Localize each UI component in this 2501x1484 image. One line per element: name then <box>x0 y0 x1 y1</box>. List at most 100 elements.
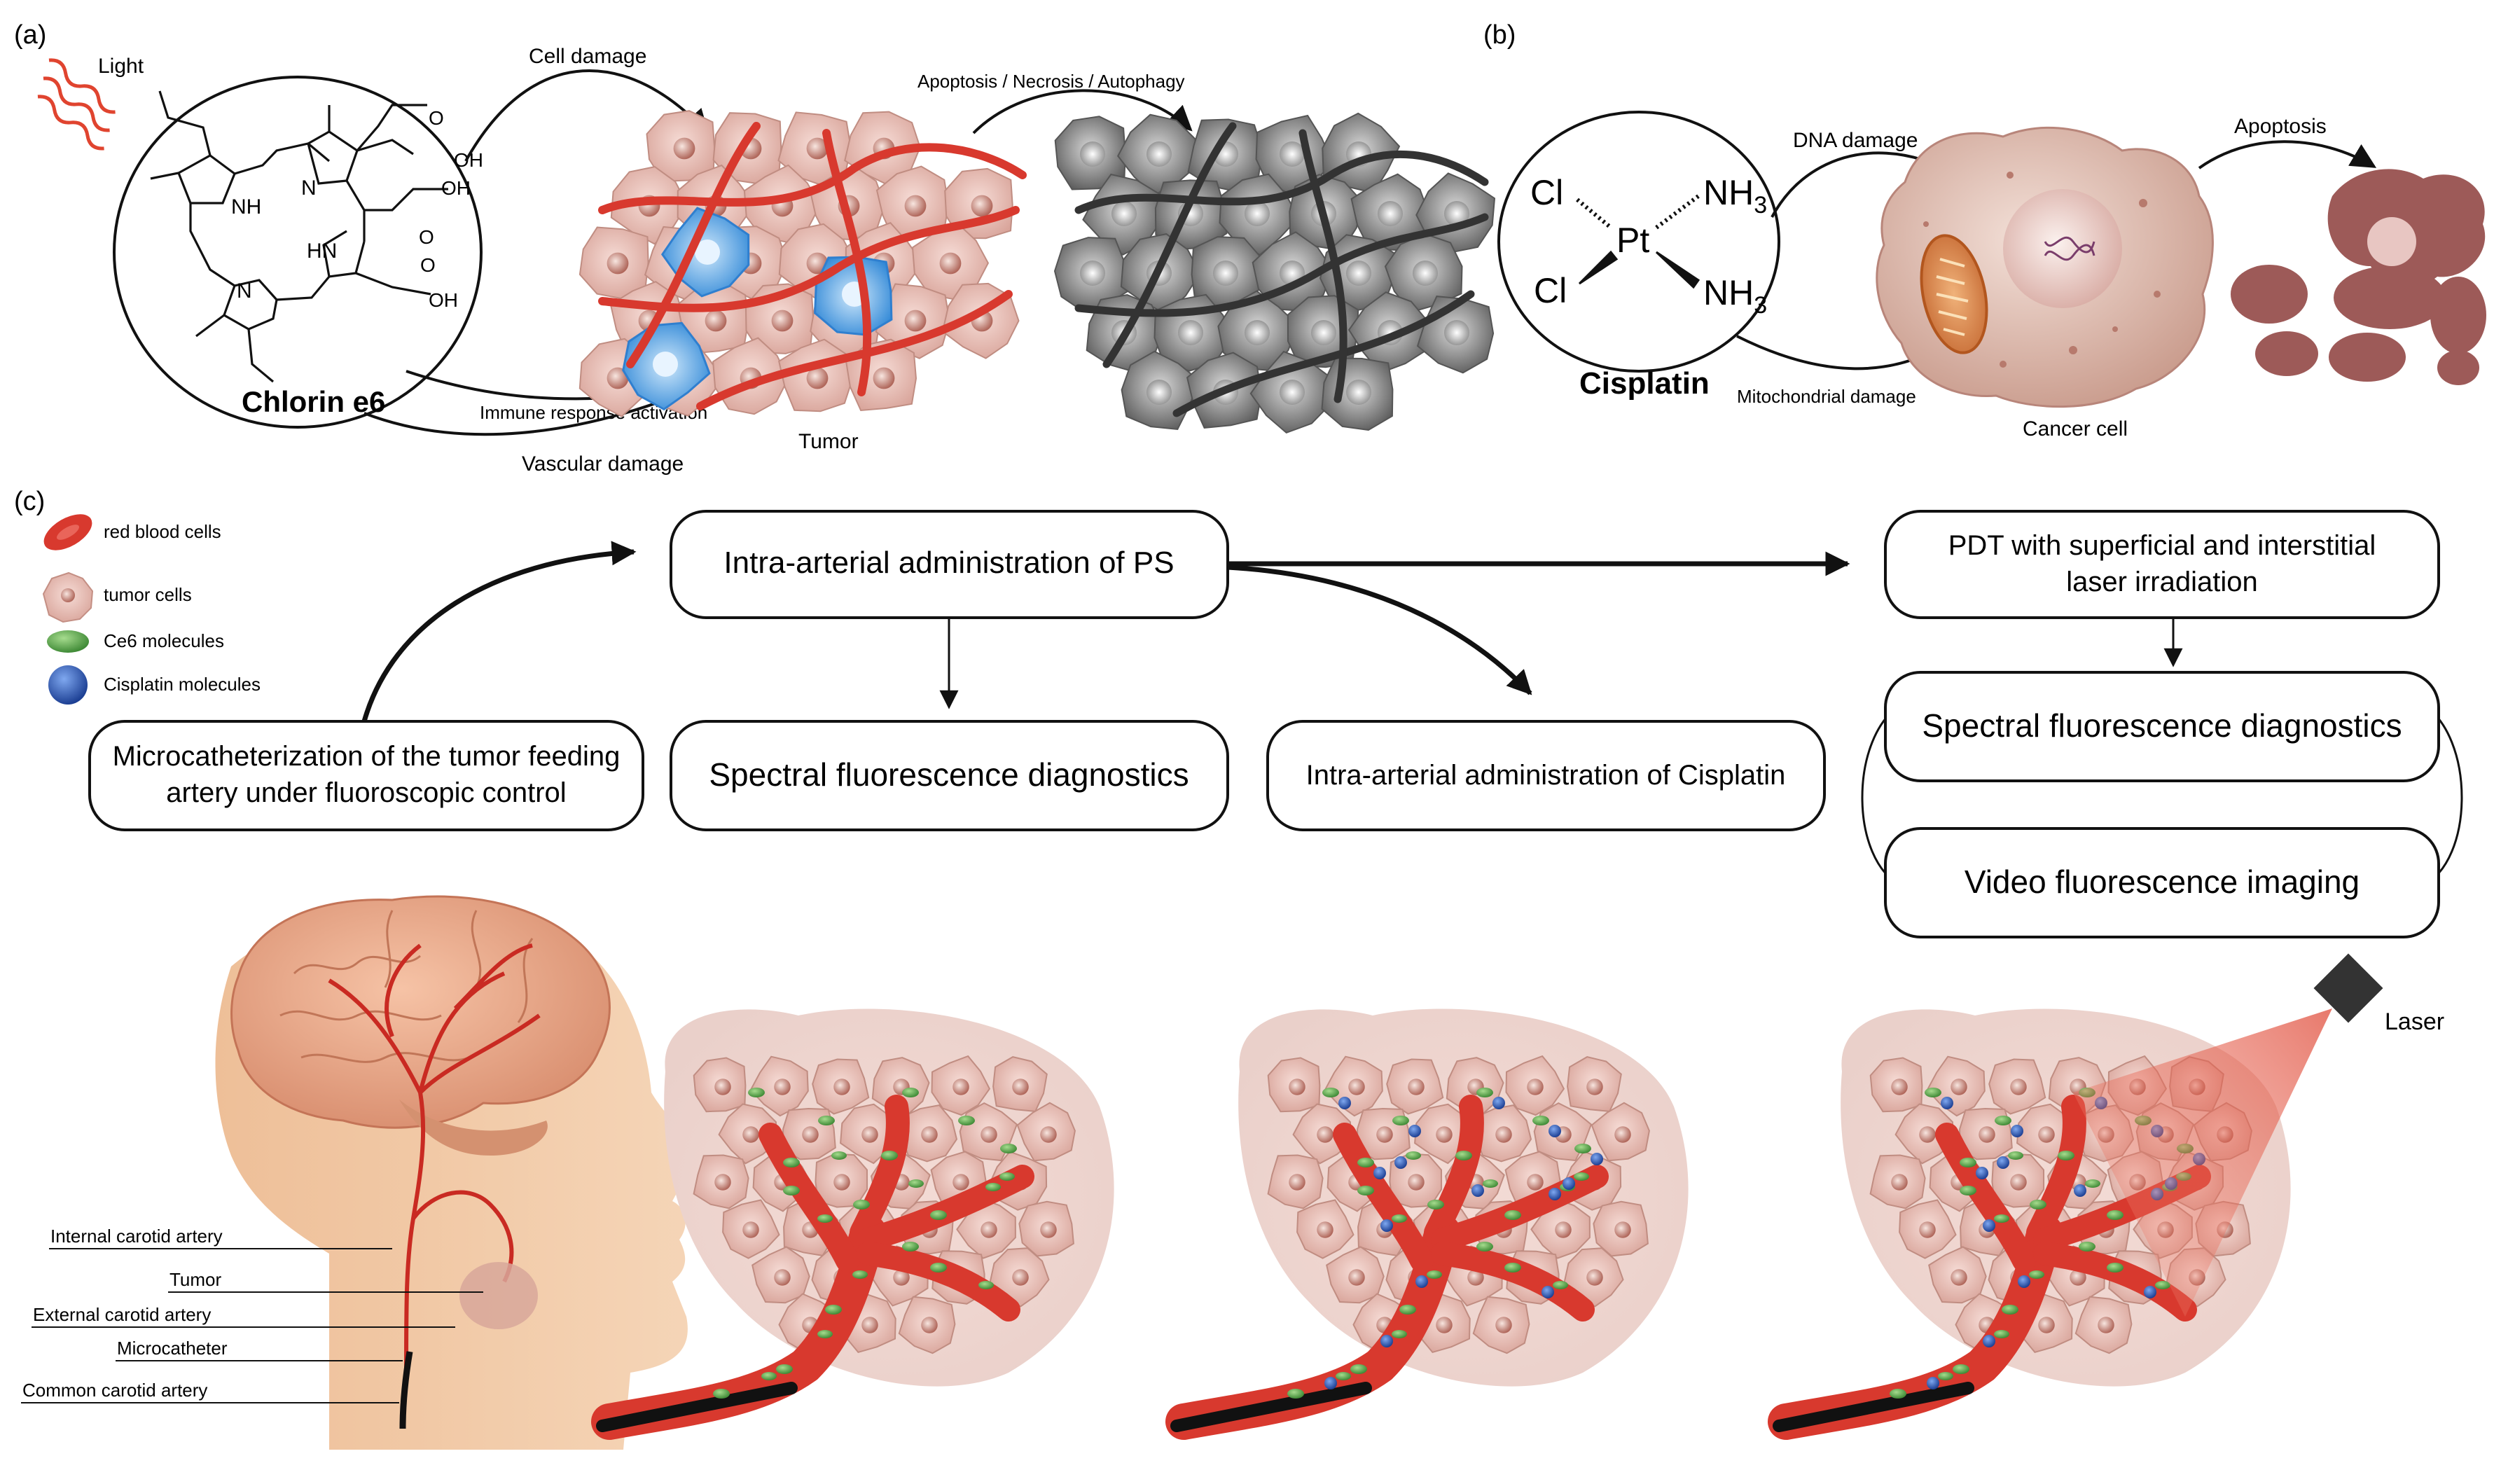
dead-nucleus <box>1280 380 1305 405</box>
cisplatin-molecule <box>1492 1097 1505 1109</box>
apoptosis-arrow <box>2198 140 2377 169</box>
ce6-molecule <box>852 1270 868 1279</box>
cell-nucleus <box>2038 1317 2055 1333</box>
ce6-molecule <box>748 1088 765 1097</box>
ce6-molecule <box>1476 1242 1493 1251</box>
cisplatin-molecule <box>1338 1097 1351 1109</box>
flow-box-pdt: PDT with superficial and interstitial la… <box>1884 510 2440 619</box>
legend-label: tumor cells <box>104 584 192 605</box>
death-arrow <box>972 89 1193 134</box>
tumor-vessel <box>758 1123 859 1273</box>
dead-nucleus <box>1311 320 1336 345</box>
ce6-molecule <box>1960 1158 1976 1167</box>
flow-box-sfd1: Spectral fluorescence diagnostics <box>670 720 1229 831</box>
nh3-2-text: NH <box>1703 273 1754 312</box>
cisplatin-molecule <box>1976 1167 1988 1179</box>
ce6-molecule <box>1925 1088 1941 1097</box>
panel-a-label: (a) <box>14 20 46 50</box>
ce6-molecule <box>1995 1116 2011 1125</box>
cisplatin-molecule <box>1380 1335 1393 1347</box>
ce6-molecule <box>1553 1281 1568 1289</box>
cell-nucleus <box>714 1079 731 1095</box>
chlorin-e6-label: Chlorin e6 <box>242 385 385 418</box>
ce6-molecule <box>783 1186 800 1195</box>
cell-nucleus <box>774 1079 791 1095</box>
ce6-molecule <box>817 1330 833 1338</box>
cisplatin-molecule <box>1941 1097 1953 1109</box>
cisplatin-molecule <box>1549 1188 1561 1200</box>
tumor-scene-ce6 <box>591 1008 1114 1440</box>
cell-nucleus <box>1012 1269 1029 1286</box>
cell-nucleus <box>981 1221 997 1238</box>
ce6-molecule <box>1938 1372 1953 1380</box>
flow-micro-line2: artery under fluoroscopic control <box>166 777 566 808</box>
cisplatin-molecule <box>1983 1219 1995 1232</box>
dead-nucleus <box>1346 380 1371 405</box>
cell-nucleus <box>921 1126 938 1143</box>
cisplatin-molecule <box>1983 1335 1995 1347</box>
ce6-molecule <box>1890 1389 1906 1399</box>
cell-nucleus <box>714 1174 731 1191</box>
ce6-molecule <box>958 1116 975 1125</box>
cell-nucleus <box>1376 1126 1393 1143</box>
cell-nucleus <box>1495 1317 1512 1333</box>
blood-vessel <box>598 206 1020 312</box>
cell-nucleus <box>1919 1221 1936 1238</box>
cell-nucleus <box>771 310 794 332</box>
cell-nucleus <box>1614 1126 1631 1143</box>
cell-nucleus <box>1317 1126 1333 1143</box>
immune-nucleus <box>695 240 720 265</box>
dead-nucleus <box>1146 141 1172 167</box>
atom-o3: O <box>420 254 436 276</box>
cell-nucleus <box>833 1079 850 1095</box>
ce6-molecule <box>1960 1186 1976 1195</box>
cell-nucleus <box>921 1317 938 1333</box>
ce6-molecule <box>818 1116 835 1125</box>
flow-pdt-line2: laser irradiation <box>2066 567 2257 597</box>
ce6-molecule <box>825 1305 842 1315</box>
rbc-icon <box>43 514 92 550</box>
ce6-molecule <box>783 1158 800 1167</box>
cell-nucleus <box>1614 1221 1631 1238</box>
tumor-cluster-a <box>579 110 1027 417</box>
ce6-molecule <box>2107 1263 2124 1273</box>
cell-nucleus <box>1586 1269 1603 1286</box>
dead-nucleus <box>1378 201 1403 226</box>
cisplatin-molecule <box>2144 1286 2156 1298</box>
cisplatin-molecule <box>1563 1177 1575 1190</box>
cell-nucleus <box>1289 1174 1305 1191</box>
dead-nucleus <box>1245 201 1270 226</box>
cell-nucleus <box>981 1126 997 1143</box>
immune-nucleus <box>653 352 678 377</box>
ce6-molecule <box>1357 1158 1374 1167</box>
atom-oh3: OH <box>429 289 458 311</box>
ce6-molecule <box>1000 1144 1017 1153</box>
ce6-molecule <box>1994 1330 2009 1338</box>
dead-vessel <box>1102 122 1237 368</box>
arrow-micro-to-ps <box>361 541 637 722</box>
anatomy-labels: Internal carotid artery Tumor External c… <box>21 1226 483 1403</box>
ce6-molecule <box>999 1172 1015 1181</box>
cisplatin-molecule <box>1324 1377 1337 1389</box>
cell-nucleus <box>2038 1126 2055 1143</box>
dead-nucleus <box>1146 380 1172 405</box>
cell-nucleus <box>873 367 895 389</box>
vascular-label: Vascular damage <box>522 452 684 476</box>
ce6-molecule <box>2079 1242 2095 1251</box>
laser-icon <box>2313 953 2383 1023</box>
cell-nucleus <box>971 195 993 217</box>
ce6-molecule <box>2085 1179 2100 1188</box>
ce6-molecule <box>908 1179 924 1188</box>
nh3-1-text: NH <box>1703 173 1754 212</box>
cell-nucleus <box>1436 1126 1453 1143</box>
flow-pdt-line1: PDT with superficial and interstitial <box>1948 530 2376 561</box>
dead-nucleus <box>1346 261 1371 286</box>
cell-nucleus <box>1012 1079 1029 1095</box>
ce6-molecule <box>978 1281 994 1289</box>
mito-damage-label: Mitochondrial damage <box>1737 386 1916 407</box>
cell-nucleus <box>1951 1079 1967 1095</box>
tumor-scene-pdt <box>1768 1008 2332 1440</box>
dead-nucleus <box>1080 261 1105 286</box>
ce6-molecule <box>1336 1372 1351 1380</box>
nh3-1-sub: 3 <box>1754 192 1767 219</box>
